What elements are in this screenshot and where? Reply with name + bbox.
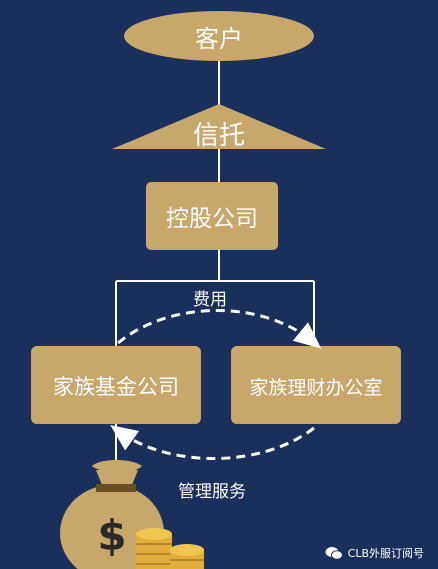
foundation-node-shape [31,346,201,424]
management-arrow [110,424,315,460]
holding-node-label: 控股公司 [166,206,258,232]
fee-arrow [117,309,322,349]
watermark-text: CLB外服订阅号 [347,547,424,560]
svg-text:$: $ [97,511,126,560]
office-node-label: 家族理财办公室 [249,377,383,399]
trust-node-label: 信托 [192,121,245,151]
client-node-shape [124,11,314,61]
office-node-shape [231,346,401,424]
holding-node-shape [146,182,278,250]
watermark: CLB外服订阅号 [325,545,424,561]
foundation-node-label: 家族基金公司 [53,375,179,399]
coin-stack-icon [136,528,204,569]
trust-node-shape [112,104,326,149]
management-label: 管理服务 [178,482,246,502]
fee-label: 费用 [193,290,227,310]
client-node-label: 客户 [195,25,243,53]
wechat-icon [325,546,343,560]
